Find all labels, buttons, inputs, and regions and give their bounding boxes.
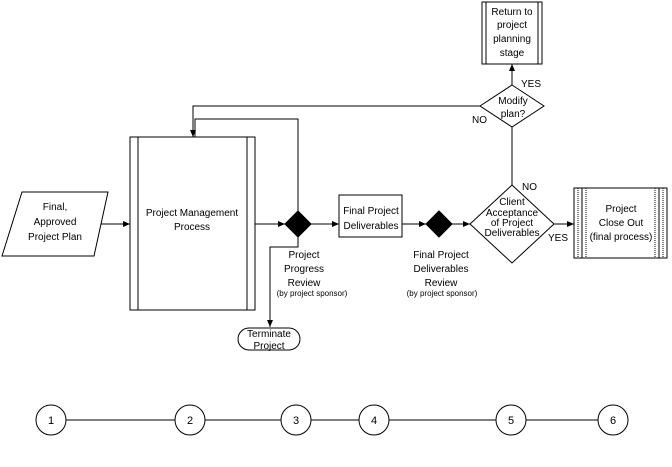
input-node-line-1: Final, [43,202,67,213]
timeline-step-label: 3 [293,415,299,427]
return-planning-line-1: Return to [491,7,533,18]
close-out-line-1: Project [605,204,636,215]
deliverables-review-label: Final Project Deliverables Review (by pr… [407,250,478,298]
progress-review-sub: (by project sponsor) [277,289,348,298]
timeline-step-label: 1 [48,415,54,427]
deliverables-line-2: Deliverables [343,221,398,232]
process-node-line-2: Process [174,222,210,233]
process-node-project-close-out: Project Close Out (final process) [573,187,668,259]
input-node-final-approved-plan: Final, Approved Project Plan [1,191,109,257]
process-node-project-management: Project Management Process [129,136,256,311]
process-node-final-deliverables: Final Project Deliverables [338,194,403,238]
return-planning-line-3: planning [493,34,531,45]
close-out-line-2: Close Out [599,218,644,229]
return-planning-line-2: project [497,20,527,31]
decision-diamond-deliverables-review [425,210,453,238]
terminator-node-terminate-project: Terminate Project [237,327,301,352]
edge-label-modify-no: NO [472,115,487,126]
deliverables-review-line-3: Review [425,278,459,289]
deliverables-review-sub: (by project sponsor) [407,289,478,298]
timeline-step-4: 4 [358,404,390,436]
deliverables-review-line-1: Final Project [413,250,469,261]
edge-label-client-no: NO [522,182,537,193]
connector-modify-no-to-process [190,105,480,137]
timeline-step-label: 4 [371,415,377,427]
timeline-step-5: 5 [495,404,527,436]
modify-plan-line-1: Modify [498,96,527,107]
edge-label-modify-yes: YES [521,79,541,90]
input-node-line-3: Project Plan [28,232,82,243]
progress-review-line-1: Project [288,250,319,261]
terminate-line-2: Project [253,341,284,352]
client-acceptance-line-4: Deliverables [484,228,539,239]
process-node-line-1: Project Management [146,208,238,219]
terminate-line-1: Terminate [247,329,291,340]
deliverables-review-line-2: Deliverables [413,264,468,275]
modify-plan-line-2: plan? [501,109,526,120]
progress-review-line-3: Review [288,278,322,289]
timeline: 1 2 3 4 5 6 [35,404,629,436]
decision-node-modify-plan: Modify plan? [479,84,545,128]
timeline-step-3: 3 [280,404,312,436]
timeline-step-label: 6 [610,415,616,427]
decision-node-client-acceptance: Client Acceptance of Project Deliverable… [469,184,555,264]
connector-progress-review-to-terminate [267,237,299,327]
close-out-line-3: (final process) [590,232,653,243]
timeline-step-label: 5 [508,415,514,427]
decision-diamond-progress-review [284,210,312,238]
input-node-line-2: Approved [34,217,77,228]
timeline-step-6: 6 [597,404,629,436]
connector-progress-review-loop-back [194,118,299,211]
client-acceptance-line-2: Acceptance [486,208,539,219]
client-acceptance-line-1: Client [499,197,525,208]
process-node-return-to-planning: Return to project planning stage [481,1,543,65]
progress-review-label: Project Progress Review (by project spon… [277,250,348,298]
progress-review-line-2: Progress [284,264,324,275]
timeline-step-label: 2 [187,415,193,427]
deliverables-line-1: Final Project [343,206,399,217]
timeline-step-1: 1 [35,404,67,436]
client-acceptance-line-3: of Project [491,218,533,229]
return-planning-line-4: stage [500,48,525,59]
edge-label-client-yes: YES [548,233,568,244]
timeline-step-2: 2 [174,404,206,436]
